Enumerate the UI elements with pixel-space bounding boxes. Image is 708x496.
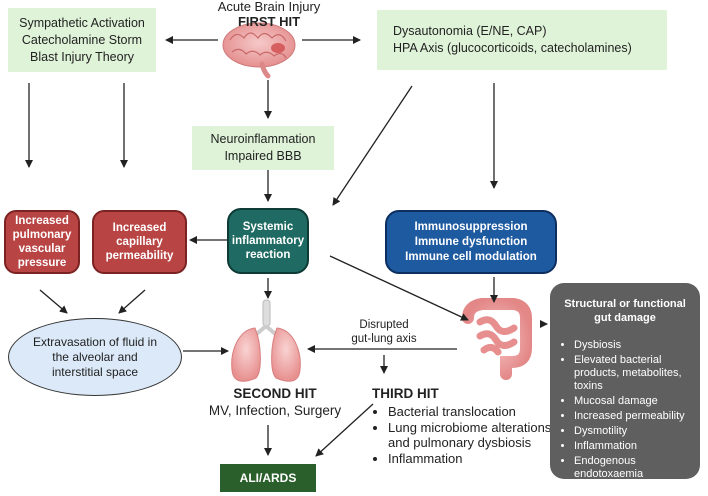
systemic-inflammation-text: Systemic inflammatory reaction — [231, 221, 305, 261]
immunosuppression-line: Immunosuppression — [414, 220, 528, 233]
list-item: Inflammation — [388, 451, 558, 466]
list-item: Dysbiosis — [574, 339, 690, 352]
lungs-icon — [231, 299, 301, 382]
gut-damage-list: Dysbiosis Elevated bacterial products, m… — [560, 339, 690, 481]
list-item: Bacterial translocation — [388, 404, 558, 419]
gut-lung-line-2: gut-lung axis — [351, 333, 417, 345]
catecholamine-line: Catecholamine Storm — [21, 32, 143, 47]
second-hit: SECOND HIT MV, Infection, Surgery — [196, 386, 354, 420]
pulmonary-pressure-box: Increased pulmonary vascular pressure — [4, 210, 80, 274]
ali-ards-box: ALI/ARDS — [220, 464, 316, 492]
first-hit-label: Acute Brain Injury FIRST HIT — [205, 0, 333, 29]
sympathetic-box: Sympathetic Activation Catecholamine Sto… — [8, 8, 156, 72]
capillary-permeability-text: Increased capillary permeability — [105, 222, 174, 262]
second-hit-detail: MV, Infection, Surgery — [208, 403, 342, 418]
gut-lung-line-1: Disrupted — [359, 319, 409, 331]
first-hit-heading: FIRST HIT — [237, 14, 301, 29]
extravasation-text: Extravasation of fluid in the alveolar a… — [32, 334, 158, 379]
ali-ards-label: ALI/ARDS — [239, 471, 297, 485]
list-item: Mucosal damage — [574, 395, 690, 408]
second-hit-label: SECOND HIT — [233, 386, 317, 401]
impaired-bbb-line: Impaired BBB — [224, 149, 302, 163]
gut-damage-title: Structural or functional gut damage — [564, 298, 686, 324]
gut-lung-axis-label: Disrupted gut-lung axis — [346, 318, 422, 346]
list-item: Endogenous endotoxaemia — [574, 455, 690, 481]
systemic-inflammation-box: Systemic inflammatory reaction — [227, 208, 309, 274]
list-item: Lung microbiome alterations and pulmonar… — [388, 420, 558, 450]
list-item: Elevated bacterial products, metabolites… — [574, 354, 690, 393]
sympathetic-line: Sympathetic Activation — [19, 15, 145, 30]
brain-icon — [222, 22, 296, 79]
gut-damage-box: Structural or functional gut damage Dysb… — [550, 283, 700, 481]
dysautonomia-line: Dysautonomia (E/NE, CAP) — [393, 24, 547, 38]
neuroinflammation-box: Neuroinflammation Impaired BBB — [192, 126, 334, 170]
extravasation-ellipse: Extravasation of fluid in the alveolar a… — [8, 318, 182, 396]
third-hit-label: THIRD HIT — [372, 386, 439, 401]
list-item: Increased permeability — [574, 410, 690, 423]
blast-injury-line: Blast Injury Theory — [30, 49, 134, 64]
intestine-icon — [462, 298, 532, 380]
list-item: Inflammation — [574, 440, 690, 453]
first-hit-title: Acute Brain Injury — [217, 0, 321, 14]
third-hit-list: Bacterial translocation Lung microbiome … — [372, 404, 558, 467]
dysautonomia-box: Dysautonomia (E/NE, CAP) HPA Axis (gluco… — [377, 10, 667, 70]
neuroinflammation-line: Neuroinflammation — [210, 132, 316, 146]
hpa-axis-line: HPA Axis (glucocorticoids, catecholamine… — [393, 41, 632, 55]
pulmonary-pressure-text: Increased pulmonary vascular pressure — [12, 215, 72, 269]
immunosuppression-box: Immunosuppression Immune dysfunction Imm… — [385, 210, 557, 274]
list-item: Dysmotility — [574, 425, 690, 438]
capillary-permeability-box: Increased capillary permeability — [92, 210, 187, 274]
immune-dysfunction-line: Immune dysfunction — [414, 235, 528, 248]
immune-modulation-line: Immune cell modulation — [405, 250, 537, 263]
